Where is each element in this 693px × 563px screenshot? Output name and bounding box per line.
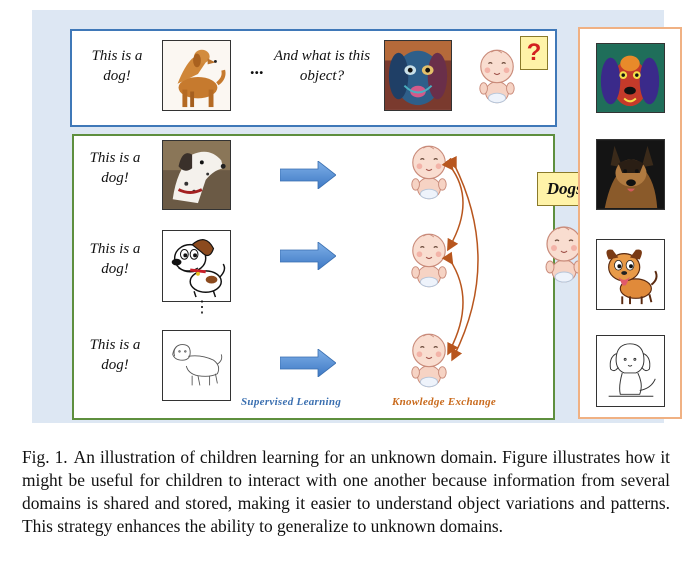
dalmatian-photo: [162, 140, 231, 210]
golden-retriever-photo: [162, 40, 231, 111]
knowledge-exchange-label: Knowledge Exchange: [392, 396, 497, 408]
caption-label: Fig. 1.: [22, 447, 68, 467]
dog-line-sketch-image: [596, 335, 665, 407]
row1-statement: This is a dog!: [89, 150, 141, 186]
question-text: And what is this object?: [273, 48, 371, 84]
ellipsis: ...: [250, 58, 264, 78]
artistic-dog-painting: [384, 40, 452, 111]
knowledge-exchange-arrows: [441, 155, 479, 362]
row2-statement: This is a dog!: [89, 241, 141, 277]
baby-asking-icon: [476, 48, 518, 104]
figure-caption: Fig. 1.An illustration of children learn…: [22, 446, 670, 538]
supervised-learning-label: Supervised Learning: [241, 396, 342, 408]
top-panel: [70, 29, 557, 127]
row3-statement: This is a dog!: [89, 337, 141, 373]
cartoon-puppy-image: [596, 239, 665, 310]
dog-sketch-drawing: [162, 330, 231, 401]
caption-text: An illustration of children learning for…: [22, 447, 671, 536]
supervised-arrow-1: [280, 161, 336, 189]
vertical-ellipsis: ⋮: [194, 299, 210, 316]
figure-background: This is a dog! ... And what is this obje…: [32, 10, 682, 423]
question-mark-bubble: ?: [520, 36, 548, 70]
supervised-arrow-2: [280, 242, 336, 270]
pop-art-dog-image: [596, 43, 665, 113]
cartoon-dog-drawing: [162, 230, 231, 302]
german-shepherd-photo: [596, 139, 665, 210]
supervised-arrow-3: [280, 349, 336, 377]
learning-panel: [72, 134, 555, 420]
top-statement: This is a dog!: [91, 48, 143, 84]
